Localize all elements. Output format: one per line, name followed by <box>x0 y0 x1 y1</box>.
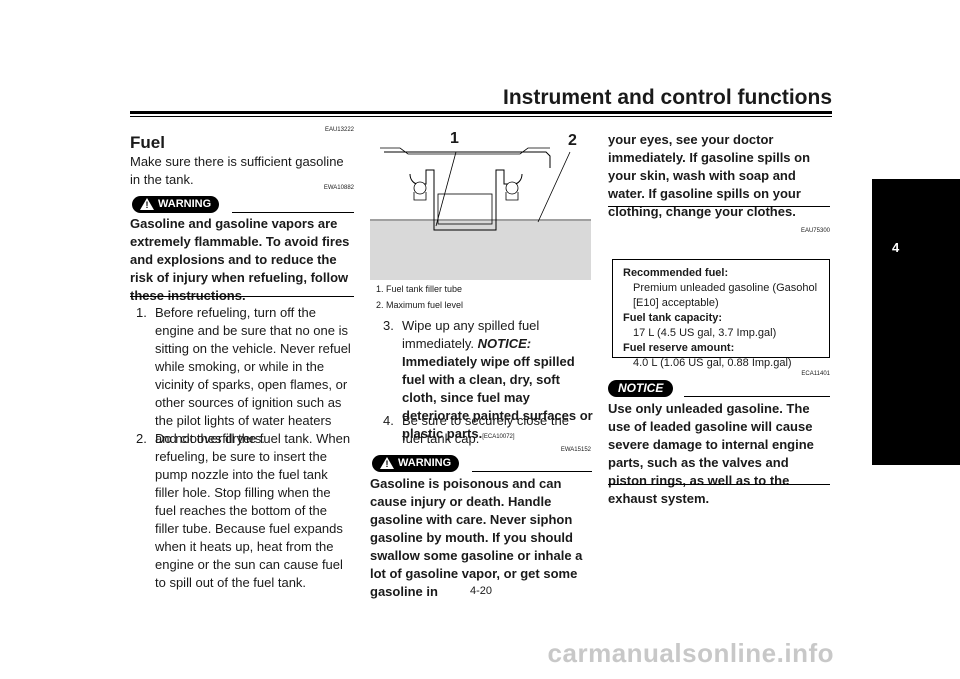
header-rule-thin <box>130 116 832 117</box>
callout-1: 1 <box>450 130 459 147</box>
spec-reserve-label: Fuel reserve amount: <box>623 342 735 354</box>
warning-triangle-icon <box>140 198 154 210</box>
chapter-tab <box>872 179 960 465</box>
code-eau75300: EAU75300 <box>800 228 830 234</box>
list-item-2: 2. Do not overfill the fuel tank. When r… <box>136 431 351 590</box>
warning-text-2: Gasoline is poisonous and can cause inju… <box>370 476 583 599</box>
list-item-4: 4. Be sure to securely close the fuel ta… <box>383 413 569 446</box>
list-item-1: 1. Before refueling, turn off the engine… <box>136 305 351 446</box>
notice-end-rule <box>608 484 830 485</box>
notice-inline-text: Immediately wipe off spilled fuel with a… <box>402 354 593 441</box>
page-number: 4-20 <box>470 585 493 597</box>
fuel-spec-box: Recommended fuel: Premium unleaded gasol… <box>612 259 830 369</box>
code-ewa10882: EWA10882 <box>323 185 354 191</box>
warning-text-2-cont: your eyes, see your doctor immediately. … <box>608 132 811 219</box>
header-rule-thick <box>130 111 832 114</box>
warning-rule <box>232 212 354 213</box>
code-eau13222: EAU13222 <box>324 127 354 133</box>
callout-2: 2 <box>568 132 577 149</box>
fuel-tank-illustration <box>370 147 591 280</box>
warning-badge-2: ! WARNING <box>372 455 460 472</box>
warning-end-rule <box>130 296 354 297</box>
spec-reserve-value: 4.0 L (1.06 US gal, 0.88 Imp.gal) <box>633 357 792 369</box>
spec-capacity-value: 17 L (4.5 US gal, 3.7 Imp.gal) <box>633 327 777 339</box>
code-eca10072: [ECA10072] <box>482 434 515 440</box>
watermark-text: carmanualsonline.info <box>547 638 834 668</box>
figure-caption-1: 1. Fuel tank filler tube <box>376 284 463 294</box>
list-item-3: 3. Wipe up any spilled fuel immediately.… <box>383 318 593 441</box>
spec-fuel-label: Recommended fuel: <box>623 267 729 279</box>
spec-fuel-value: Premium unleaded gasoline (Gasohol [E10]… <box>633 282 818 309</box>
figure-caption-2: 2. Maximum fuel level <box>376 300 464 310</box>
warning-end-rule-2 <box>608 206 830 207</box>
code-eca11401: ECA11401 <box>801 371 830 377</box>
warning-rule-2 <box>472 471 592 472</box>
notice-text: Use only unleaded gasoline. The use of l… <box>608 401 814 506</box>
notice-rule <box>684 396 830 397</box>
fuel-intro: Make sure there is sufficient gasoline i… <box>130 154 344 187</box>
spec-capacity-label: Fuel tank capacity: <box>623 312 723 324</box>
fuel-tank-figure: 1 2 <box>370 130 591 280</box>
fuel-heading: Fuel <box>130 133 165 152</box>
code-ewa15152: EWA15152 <box>560 447 591 453</box>
warning-triangle-icon-2 <box>380 457 394 469</box>
notice-inline-label: NOTICE: <box>477 336 532 351</box>
notice-badge: NOTICE <box>608 380 674 397</box>
warning-badge-1: ! WARNING <box>132 196 220 213</box>
chapter-number: 4 <box>892 240 900 255</box>
warning-text-1: Gasoline and gasoline vapors are extreme… <box>130 216 350 303</box>
section-title: Instrument and control functions <box>503 86 832 109</box>
